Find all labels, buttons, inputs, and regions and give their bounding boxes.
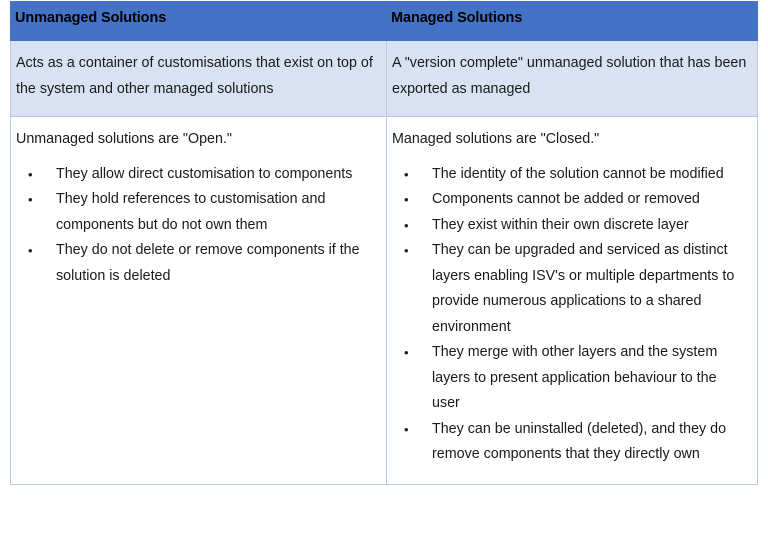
- bullet-icon: •: [28, 166, 33, 182]
- list-item-label: They exist within their own discrete lay…: [432, 216, 689, 233]
- list-item: • The identity of the solution cannot be …: [392, 162, 747, 188]
- table-body: Acts as a container of customisations th…: [10, 40, 758, 485]
- unmanaged-bullet-list: • They allow direct customisation to comp…: [16, 162, 376, 290]
- list-item: • They can be uninstalled (deleted), and …: [392, 417, 747, 468]
- bullet-icon: •: [404, 166, 409, 182]
- cell-content: A "version complete" unmanaged solution …: [387, 41, 757, 116]
- table-header-row: Unmanaged Solutions Managed Solutions: [10, 1, 758, 41]
- list-item-label: They hold references to customisation an…: [56, 191, 326, 233]
- bullet-icon: •: [404, 192, 409, 207]
- cell-content: Unmanaged solutions are "Open." • They al…: [11, 117, 386, 305]
- list-item-label: Components cannot be added or removed: [432, 191, 700, 207]
- bullet-icon: •: [404, 217, 409, 233]
- cell-unmanaged-characteristics: Unmanaged solutions are "Open." • They al…: [10, 116, 387, 485]
- list-item: • They exist within their own discrete la…: [392, 213, 747, 239]
- list-item-label: They do not delete or remove components …: [56, 242, 360, 284]
- list-item-label: They allow direct customisation to compo…: [56, 165, 353, 182]
- bullet-icon: •: [404, 345, 409, 360]
- list-item: • They merge with other layers and the sy…: [392, 340, 747, 417]
- column-header-unmanaged-label: Unmanaged Solutions: [15, 10, 167, 26]
- list-item-label: They can be upgraded and serviced as dis…: [432, 242, 735, 335]
- cell-managed-definition: A "version complete" unmanaged solution …: [386, 40, 758, 117]
- bullet-icon: •: [404, 243, 409, 258]
- cell-managed-characteristics: Managed solutions are "Closed." • The ide…: [386, 116, 758, 485]
- bullet-icon: •: [404, 421, 409, 437]
- solutions-comparison-table: Unmanaged Solutions Managed Solutions Ac…: [10, 1, 758, 485]
- list-item: • They can be upgraded and serviced as di…: [392, 238, 747, 340]
- cell-content: Managed solutions are "Closed." • The ide…: [387, 117, 757, 484]
- cell-content: Acts as a container of customisations th…: [11, 41, 386, 116]
- list-item: • They do not delete or remove components…: [16, 238, 376, 289]
- cell-unmanaged-definition: Acts as a container of customisations th…: [10, 40, 387, 117]
- list-item-label: They merge with other layers and the sys…: [432, 344, 718, 411]
- cell-paragraph: A "version complete" unmanaged solution …: [392, 55, 747, 97]
- column-header-unmanaged: Unmanaged Solutions: [10, 1, 387, 41]
- table-row: Acts as a container of customisations th…: [10, 40, 758, 117]
- bullet-icon: •: [28, 243, 33, 258]
- column-header-managed: Managed Solutions: [386, 1, 758, 41]
- bullet-icon: •: [28, 192, 33, 207]
- cell-paragraph: Acts as a container of customisations th…: [16, 55, 373, 97]
- list-item-label: The identity of the solution cannot be m…: [432, 165, 724, 182]
- list-item: • Components cannot be added or removed: [392, 187, 747, 213]
- cell-lead-text: Managed solutions are "Closed.": [392, 131, 600, 147]
- list-item: • They allow direct customisation to comp…: [16, 162, 376, 188]
- column-header-managed-label: Managed Solutions: [391, 10, 523, 26]
- list-item: • They hold references to customisation a…: [16, 187, 376, 238]
- managed-bullet-list: • The identity of the solution cannot be …: [392, 162, 747, 468]
- list-item-label: They can be uninstalled (deleted), and t…: [432, 420, 727, 463]
- cell-lead-text: Unmanaged solutions are "Open.": [16, 131, 232, 147]
- table-row: Unmanaged solutions are "Open." • They al…: [10, 116, 758, 485]
- table-header: Unmanaged Solutions Managed Solutions: [10, 1, 758, 41]
